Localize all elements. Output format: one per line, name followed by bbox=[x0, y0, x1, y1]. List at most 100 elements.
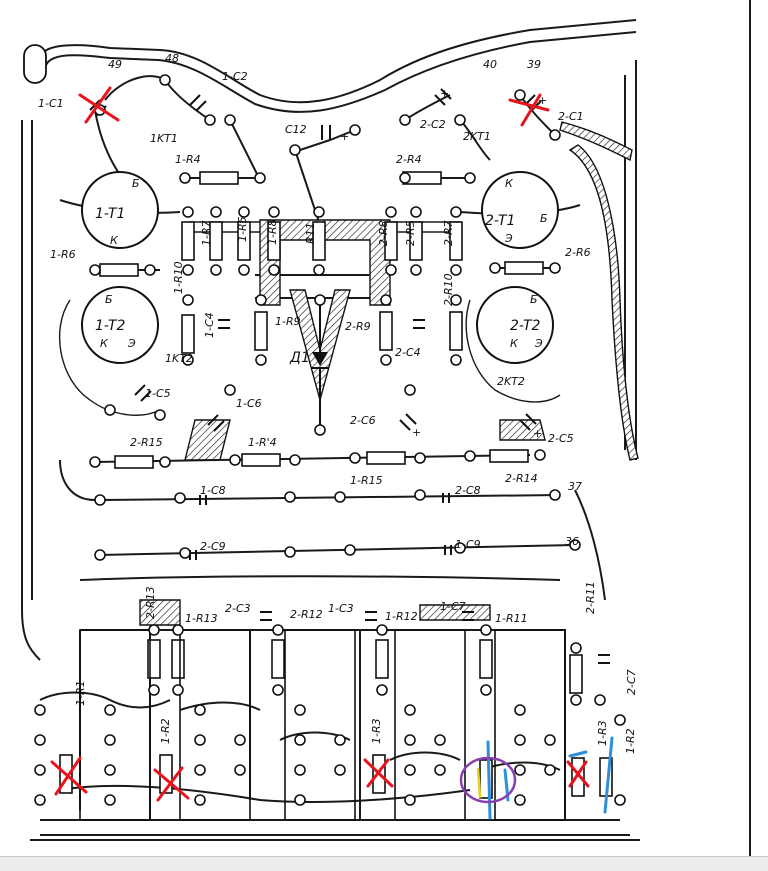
solder-pad bbox=[89, 456, 101, 468]
solder-pad bbox=[450, 354, 462, 366]
label-1-c3: 1-C3 bbox=[328, 602, 354, 615]
pin-b-1-t2: Б bbox=[105, 293, 113, 306]
transistors bbox=[58, 171, 561, 416]
solder-pad bbox=[314, 424, 326, 436]
solder-pad bbox=[154, 409, 166, 421]
solder-pad bbox=[614, 714, 626, 726]
solder-pad bbox=[182, 354, 194, 366]
solder-pad bbox=[544, 734, 556, 746]
solder-pad bbox=[94, 494, 106, 506]
pads bbox=[34, 74, 626, 806]
pin-b-1-t1: Б bbox=[132, 177, 140, 190]
solder-pad bbox=[224, 384, 236, 396]
red-cross-1-c1 bbox=[78, 86, 120, 124]
label-2-r13: 2-R13 bbox=[144, 586, 157, 619]
solder-pad bbox=[399, 114, 411, 126]
solder-pad bbox=[454, 114, 466, 126]
solder-pad bbox=[404, 734, 416, 746]
board-outline bbox=[21, 0, 751, 856]
label-1-c2: 1-C2 bbox=[222, 70, 248, 83]
label-2-c3: 2-C3 bbox=[225, 602, 251, 615]
solder-pad bbox=[254, 172, 266, 184]
solder-pad bbox=[399, 172, 411, 184]
label-1-r15: 1-R15 bbox=[350, 474, 383, 487]
label-2-r4: 2-R4 bbox=[396, 153, 422, 166]
solder-pad bbox=[182, 264, 194, 276]
solder-pad bbox=[255, 294, 267, 306]
label-2-r12: 2-R12 bbox=[290, 608, 323, 621]
solder-pad bbox=[570, 694, 582, 706]
solder-pad bbox=[34, 794, 46, 806]
label-2-r15: 2-R15 bbox=[130, 436, 163, 449]
solder-pad bbox=[268, 206, 280, 218]
label-1-c8: 1-C8 bbox=[200, 484, 226, 497]
solder-pad bbox=[414, 489, 426, 501]
traces-lower bbox=[30, 454, 640, 841]
label-2-r7: 2-R7 bbox=[442, 220, 455, 246]
solder-pad bbox=[534, 449, 546, 461]
capacitors bbox=[89, 88, 610, 664]
solder-pad bbox=[255, 354, 267, 366]
solder-pad bbox=[404, 704, 416, 716]
solder-pad bbox=[450, 294, 462, 306]
window-bottom-bar bbox=[0, 856, 768, 871]
label-c12: C12 bbox=[285, 123, 307, 136]
solder-pad bbox=[569, 539, 581, 551]
label-2-t2: 2-T2 bbox=[510, 318, 540, 334]
purple-circle-mark bbox=[459, 756, 517, 804]
solder-pad bbox=[104, 704, 116, 716]
solder-pad bbox=[334, 491, 346, 503]
solder-pad bbox=[464, 172, 476, 184]
pin-39-label: 39 bbox=[527, 58, 541, 71]
solder-pad bbox=[344, 544, 356, 556]
pin-37-label: 37 bbox=[568, 480, 582, 493]
blue-jumper-right bbox=[568, 736, 614, 814]
solder-pad bbox=[179, 547, 191, 559]
plus-2-c5: + bbox=[533, 427, 542, 440]
label-1-r11: 1-R11 bbox=[495, 612, 528, 625]
pin-k-2-t2: К bbox=[510, 337, 519, 350]
solder-pad bbox=[104, 404, 116, 416]
solder-pad bbox=[148, 684, 160, 696]
label-1-r2-right: 1-R2 bbox=[624, 728, 637, 754]
solder-pad bbox=[104, 794, 116, 806]
solder-pad bbox=[376, 684, 388, 696]
solder-pad bbox=[544, 764, 556, 776]
label-1-c9: 1-C9 bbox=[455, 538, 481, 551]
pin-e-2-t2: Э bbox=[534, 337, 543, 350]
solder-pad bbox=[434, 764, 446, 776]
pin-k-1-t2: К bbox=[100, 337, 109, 350]
solder-pad bbox=[289, 144, 301, 156]
solder-pad bbox=[34, 734, 46, 746]
pin-k-1-t1: К bbox=[110, 234, 119, 247]
solder-pad bbox=[159, 456, 171, 468]
solder-pad bbox=[514, 89, 526, 101]
label-2-r14: 2-R14 bbox=[505, 472, 538, 485]
solder-pad bbox=[194, 764, 206, 776]
solder-pad bbox=[480, 684, 492, 696]
label-1-r7: 1-R7 bbox=[200, 220, 213, 246]
label-1-r2: 1-R2 bbox=[159, 718, 172, 744]
pin-e-1-t2: Э bbox=[127, 337, 136, 350]
label-2-r11: 2-R11 bbox=[584, 581, 597, 614]
label-2-r9: 2-R9 bbox=[345, 320, 371, 333]
solder-pad bbox=[410, 206, 422, 218]
solder-pad bbox=[614, 794, 626, 806]
red-cross-1-r3-right bbox=[566, 760, 590, 788]
label-2-c4: 2-C4 bbox=[395, 346, 421, 359]
label-2kt1: 2KT1 bbox=[463, 130, 491, 143]
solder-pad bbox=[314, 294, 326, 306]
pin-36-label: 36 bbox=[565, 535, 579, 548]
label-1-t1: 1-T1 bbox=[95, 206, 125, 222]
solder-pad bbox=[148, 624, 160, 636]
label-1-c6: 1-C6 bbox=[236, 397, 262, 410]
pin-k-2-t1: К bbox=[505, 177, 514, 190]
red-cross-2-c1 bbox=[508, 93, 550, 127]
label-2-c8: 2-C8 bbox=[455, 484, 481, 497]
solder-pad bbox=[450, 206, 462, 218]
label-1-r4: 1-R4 bbox=[175, 153, 201, 166]
solder-pad bbox=[385, 264, 397, 276]
label-1kt2: 1KT2 bbox=[165, 352, 193, 365]
solder-pad bbox=[549, 262, 561, 274]
